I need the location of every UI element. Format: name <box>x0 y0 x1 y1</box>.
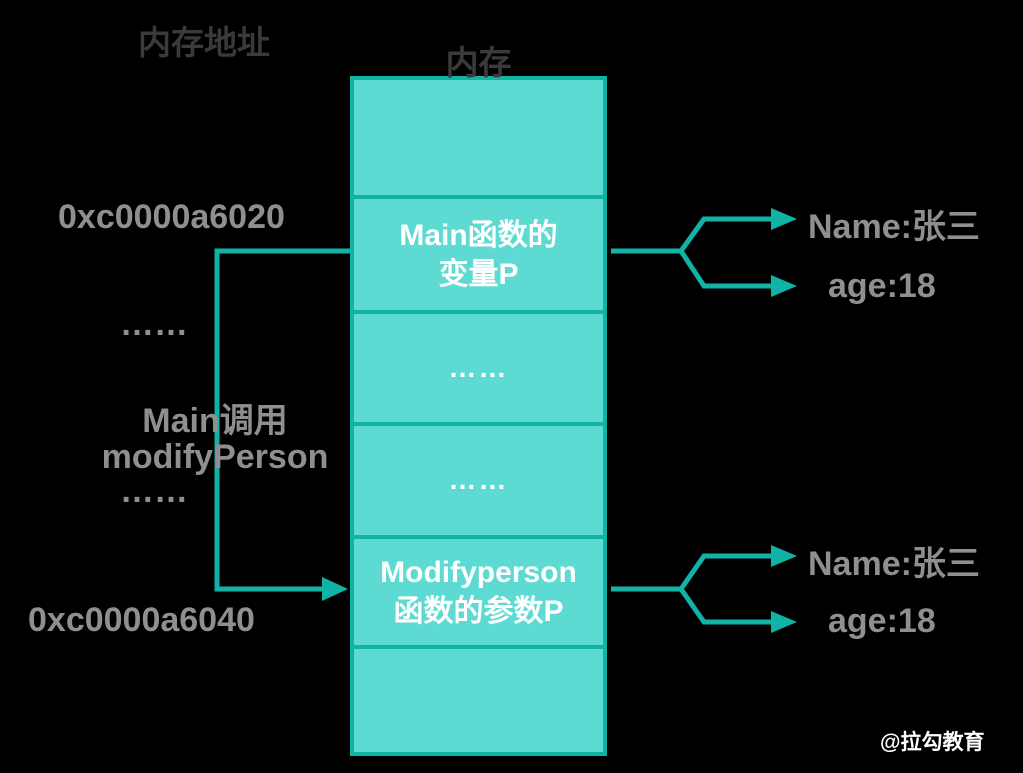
top-fork-line <box>611 216 773 289</box>
memory-cell-empty-bottom <box>354 645 603 752</box>
memory-address-title: 内存地址 <box>138 24 270 61</box>
left-bracket-line <box>214 248 350 592</box>
memory-cell-empty-top <box>354 80 603 195</box>
address-label-bottom: 0xc0000a6040 <box>28 601 255 639</box>
left-dots-top: …… <box>120 305 188 343</box>
cell-text-line: Main函数的 <box>399 218 558 252</box>
cell-text-line: …… <box>448 464 509 496</box>
cell-text-line: 函数的参数P <box>393 595 564 628</box>
bottom-fork-arrowhead-age <box>771 611 797 633</box>
memory-column: Main函数的 变量P …… …… Modifyperson 函数的参数P <box>350 76 607 756</box>
bottom-fork-arrowhead-name <box>771 545 797 567</box>
watermark-text: @拉勾教育 <box>880 731 985 754</box>
memory-cell-modifyperson-parameter: Modifyperson 函数的参数P <box>354 535 603 645</box>
top-fork-arrowhead-age <box>771 275 797 297</box>
address-label-top: 0xc0000a6020 <box>58 198 285 236</box>
memory-cell-dots-2: …… <box>354 422 603 535</box>
memory-cell-main-variable: Main函数的 变量P <box>354 195 603 310</box>
memory-title: 内存 <box>445 44 512 81</box>
main-call-line-1: Main调用 <box>142 402 288 440</box>
memory-cell-dots-1: …… <box>354 310 603 422</box>
top-age-label: age:18 <box>828 267 936 305</box>
top-name-label: Name:张三 <box>808 208 980 246</box>
cell-text-line: …… <box>448 351 509 383</box>
bottom-age-label: age:18 <box>828 602 936 640</box>
main-call-line-2: modifyPerson <box>101 438 329 476</box>
bottom-fork-line <box>611 553 773 625</box>
bottom-name-label: Name:张三 <box>808 545 980 583</box>
cell-text-line: Modifyperson <box>380 556 577 589</box>
left-dots-bottom: …… <box>120 472 188 510</box>
cell-text-line: 变量P <box>438 257 519 291</box>
left-arrowhead <box>322 577 348 601</box>
top-fork-arrowhead-name <box>771 208 797 230</box>
